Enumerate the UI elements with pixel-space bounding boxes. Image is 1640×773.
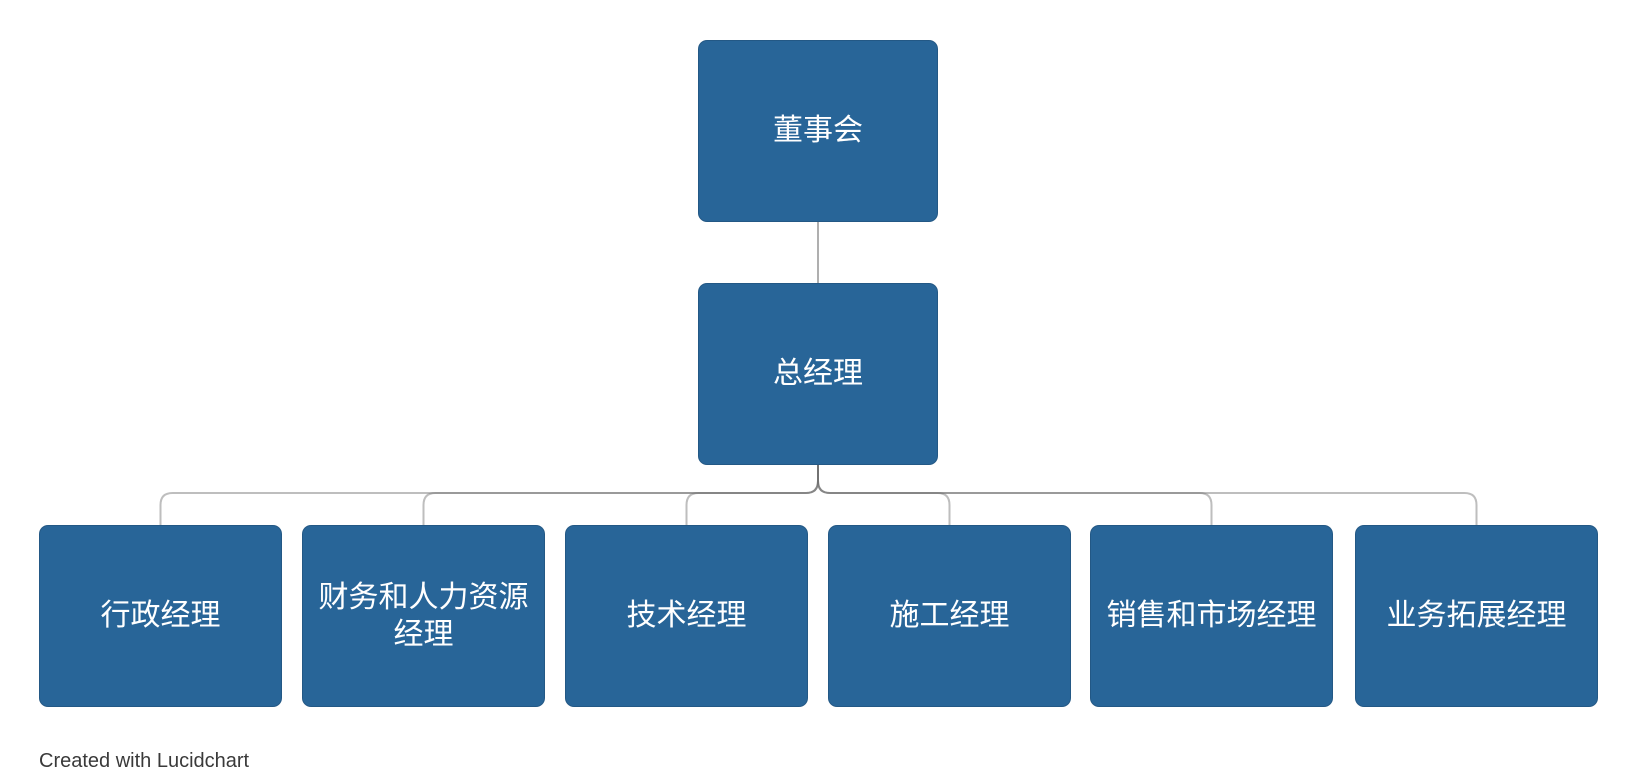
node-label: 行政经理 xyxy=(100,599,221,633)
node-label: 董事会 xyxy=(773,114,863,148)
connector-gm-to-child-1 xyxy=(159,465,819,525)
connector-gm-to-child-3 xyxy=(685,465,819,525)
node-label: 业务拓展经理 xyxy=(1386,599,1567,633)
node-label: 财务和人力资源经理 xyxy=(318,580,529,652)
org-node-construction-manager[interactable]: 施工经理 xyxy=(828,525,1071,707)
org-node-finance-hr-manager[interactable]: 财务和人力资源经理 xyxy=(302,525,545,707)
org-node-general-manager[interactable]: 总经理 xyxy=(698,283,938,465)
connector-gm-to-child-2 xyxy=(422,465,819,525)
node-label: 技术经理 xyxy=(626,599,747,633)
org-node-sales-marketing-manager[interactable]: 销售和市场经理 xyxy=(1090,525,1333,707)
connector-gm-to-child-4 xyxy=(817,465,951,525)
node-label: 总经理 xyxy=(773,357,863,391)
watermark-text-clipped: Created with Lucidchart xyxy=(39,750,250,772)
connector-gm-to-child-6 xyxy=(817,465,1478,525)
node-label: 施工经理 xyxy=(889,599,1010,633)
org-node-technical-manager[interactable]: 技术经理 xyxy=(565,525,808,707)
org-node-board-of-directors[interactable]: 董事会 xyxy=(698,40,938,222)
org-node-business-development-manager[interactable]: 业务拓展经理 xyxy=(1355,525,1598,707)
connector-gm-to-child-5 xyxy=(817,465,1213,525)
org-node-admin-manager[interactable]: 行政经理 xyxy=(39,525,282,707)
node-label: 销售和市场经理 xyxy=(1106,599,1317,633)
